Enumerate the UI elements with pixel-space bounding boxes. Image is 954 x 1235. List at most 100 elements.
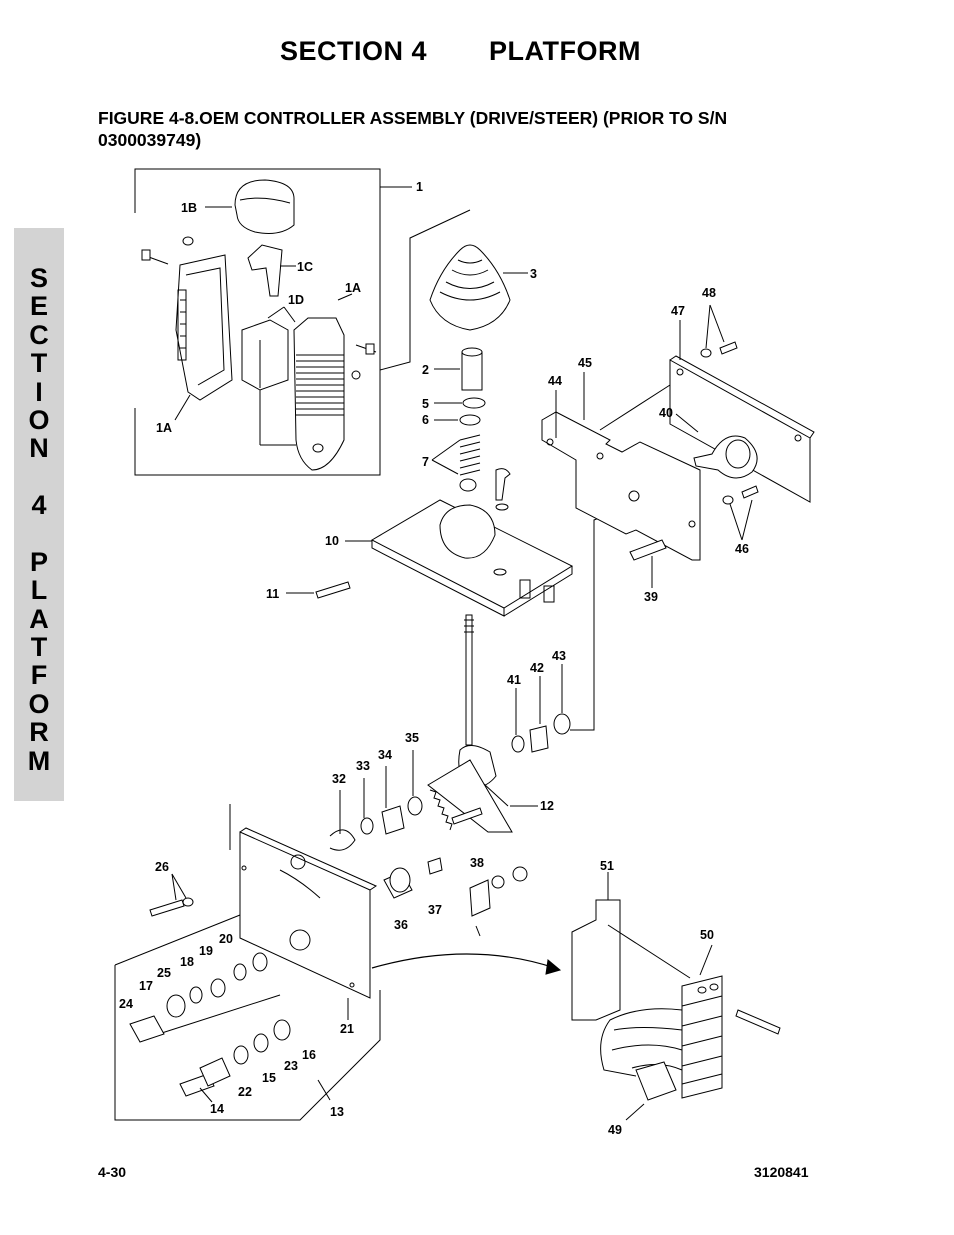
document-number: 3120841 [754,1164,809,1180]
callout-label: 50 [700,928,714,942]
callout-label: 51 [600,859,614,873]
washer-part [360,817,374,835]
side-tab-letter: R [29,717,49,748]
grip-part [293,317,345,471]
callout-label: 43 [552,649,566,663]
side-tab-letter: T [30,348,48,379]
callout-label: 1 [416,180,423,194]
callout-label: 3 [530,267,537,281]
callout-label: 46 [735,542,749,556]
callout-label: 19 [199,944,213,958]
side-tab-letter: 4 [31,490,47,521]
pot-bracket-part [541,411,701,561]
side-tab-letter: F [30,660,48,691]
bushing-part [529,725,549,753]
retaining-ring-part [462,397,486,409]
bushing-part [511,735,525,753]
terminal-strip-part [681,975,723,1099]
retaining-ring-part [329,829,356,851]
washer-part [553,713,571,735]
spacer-part [461,351,483,391]
callout-label: 13 [330,1105,344,1119]
section-title: SECTION 4 PLATFORM [280,36,641,67]
callout-label: 15 [262,1071,276,1085]
handle-half-part [175,254,233,401]
callout-label: 16 [302,1048,316,1062]
handle-assembly-box [134,168,381,476]
diagram-linework [114,168,815,1121]
callout-label: 1C [297,260,313,274]
switch-part [241,319,289,391]
callout-label: 11 [266,587,279,601]
callout-label: 39 [644,590,658,604]
side-tab-letter: M [27,745,51,776]
side-tab-letter: O [28,404,50,435]
callout-label: 21 [340,1022,354,1036]
washer-part [459,414,481,426]
bushing-part [381,805,405,835]
callout-label: 32 [332,772,346,786]
callout-label: 1A [345,281,361,295]
callout-label: 44 [548,374,562,388]
callout-label: 20 [219,932,233,946]
gear-sector-part [427,759,513,833]
bushing-part [129,1015,165,1043]
side-tab-letters: S E C T I O N 4 P L A T F O R M [14,264,64,775]
callout-label: 12 [540,799,554,813]
callout-label: 7 [422,455,429,469]
callout-label: 36 [394,918,408,932]
section-number: SECTION 4 [280,36,428,66]
mounting-plate-part [669,359,811,503]
section-name: PLATFORM [489,36,642,66]
callout-label: 1D [288,293,304,307]
callout-label: 25 [157,966,171,980]
callout-label: 1A [156,421,172,435]
terminal-bracket-part [571,899,621,1021]
pin-part [629,539,667,561]
callout-label: 26 [155,860,169,874]
callout-label: 5 [422,397,429,411]
washer-part [407,796,423,816]
callout-label: 34 [378,748,392,762]
callout-label: 48 [702,286,716,300]
rubber-boot-part [429,244,511,331]
callout-label: 23 [284,1059,298,1073]
knob-part [234,179,295,234]
side-tab-letter: O [28,688,50,719]
callout-label: 45 [578,356,592,370]
side-tab-letter: C [29,319,49,350]
side-tab-letter: A [29,603,49,634]
side-tab-letter: T [30,632,48,663]
side-tab-letter: S [29,263,48,293]
callout-label: 35 [405,731,419,745]
side-tab-letter: P [29,546,48,577]
side-tab-letter: I [35,376,43,407]
side-plate-part [239,831,371,999]
callout-label: 22 [238,1085,252,1099]
callout-label: 38 [470,856,484,870]
callout-label: 40 [659,406,673,420]
callout-label: 33 [356,759,370,773]
callout-label: 10 [325,534,339,548]
callout-label: 17 [139,979,153,993]
callout-label: 2 [422,363,429,377]
callout-label: 1B [181,201,197,215]
callout-label: 6 [422,413,429,427]
spring-part [459,434,481,476]
page-number: 4-30 [98,1164,127,1180]
callout-labels: 1 1B 1C 1D 1A 1A 3 2 5 6 7 10 11 12 13 1… [119,180,749,1137]
callout-label: 41 [507,673,521,687]
clamp-part [469,879,491,917]
clip-part [247,244,283,297]
section-side-tab: S E C T I O N 4 P L A T F O R M [14,228,64,801]
callout-label: 42 [530,661,544,675]
side-tab-letter: L [30,575,48,606]
connector-part [635,1061,677,1101]
callout-label: 14 [210,1102,224,1116]
side-tab-letter: N [29,433,49,464]
callout-label: 18 [180,955,194,969]
callout-label: 37 [428,903,442,917]
figure-title: FIGURE 4-8.OEM CONTROLLER ASSEMBLY (DRIV… [98,108,728,150]
control-shaft-part [465,614,473,746]
